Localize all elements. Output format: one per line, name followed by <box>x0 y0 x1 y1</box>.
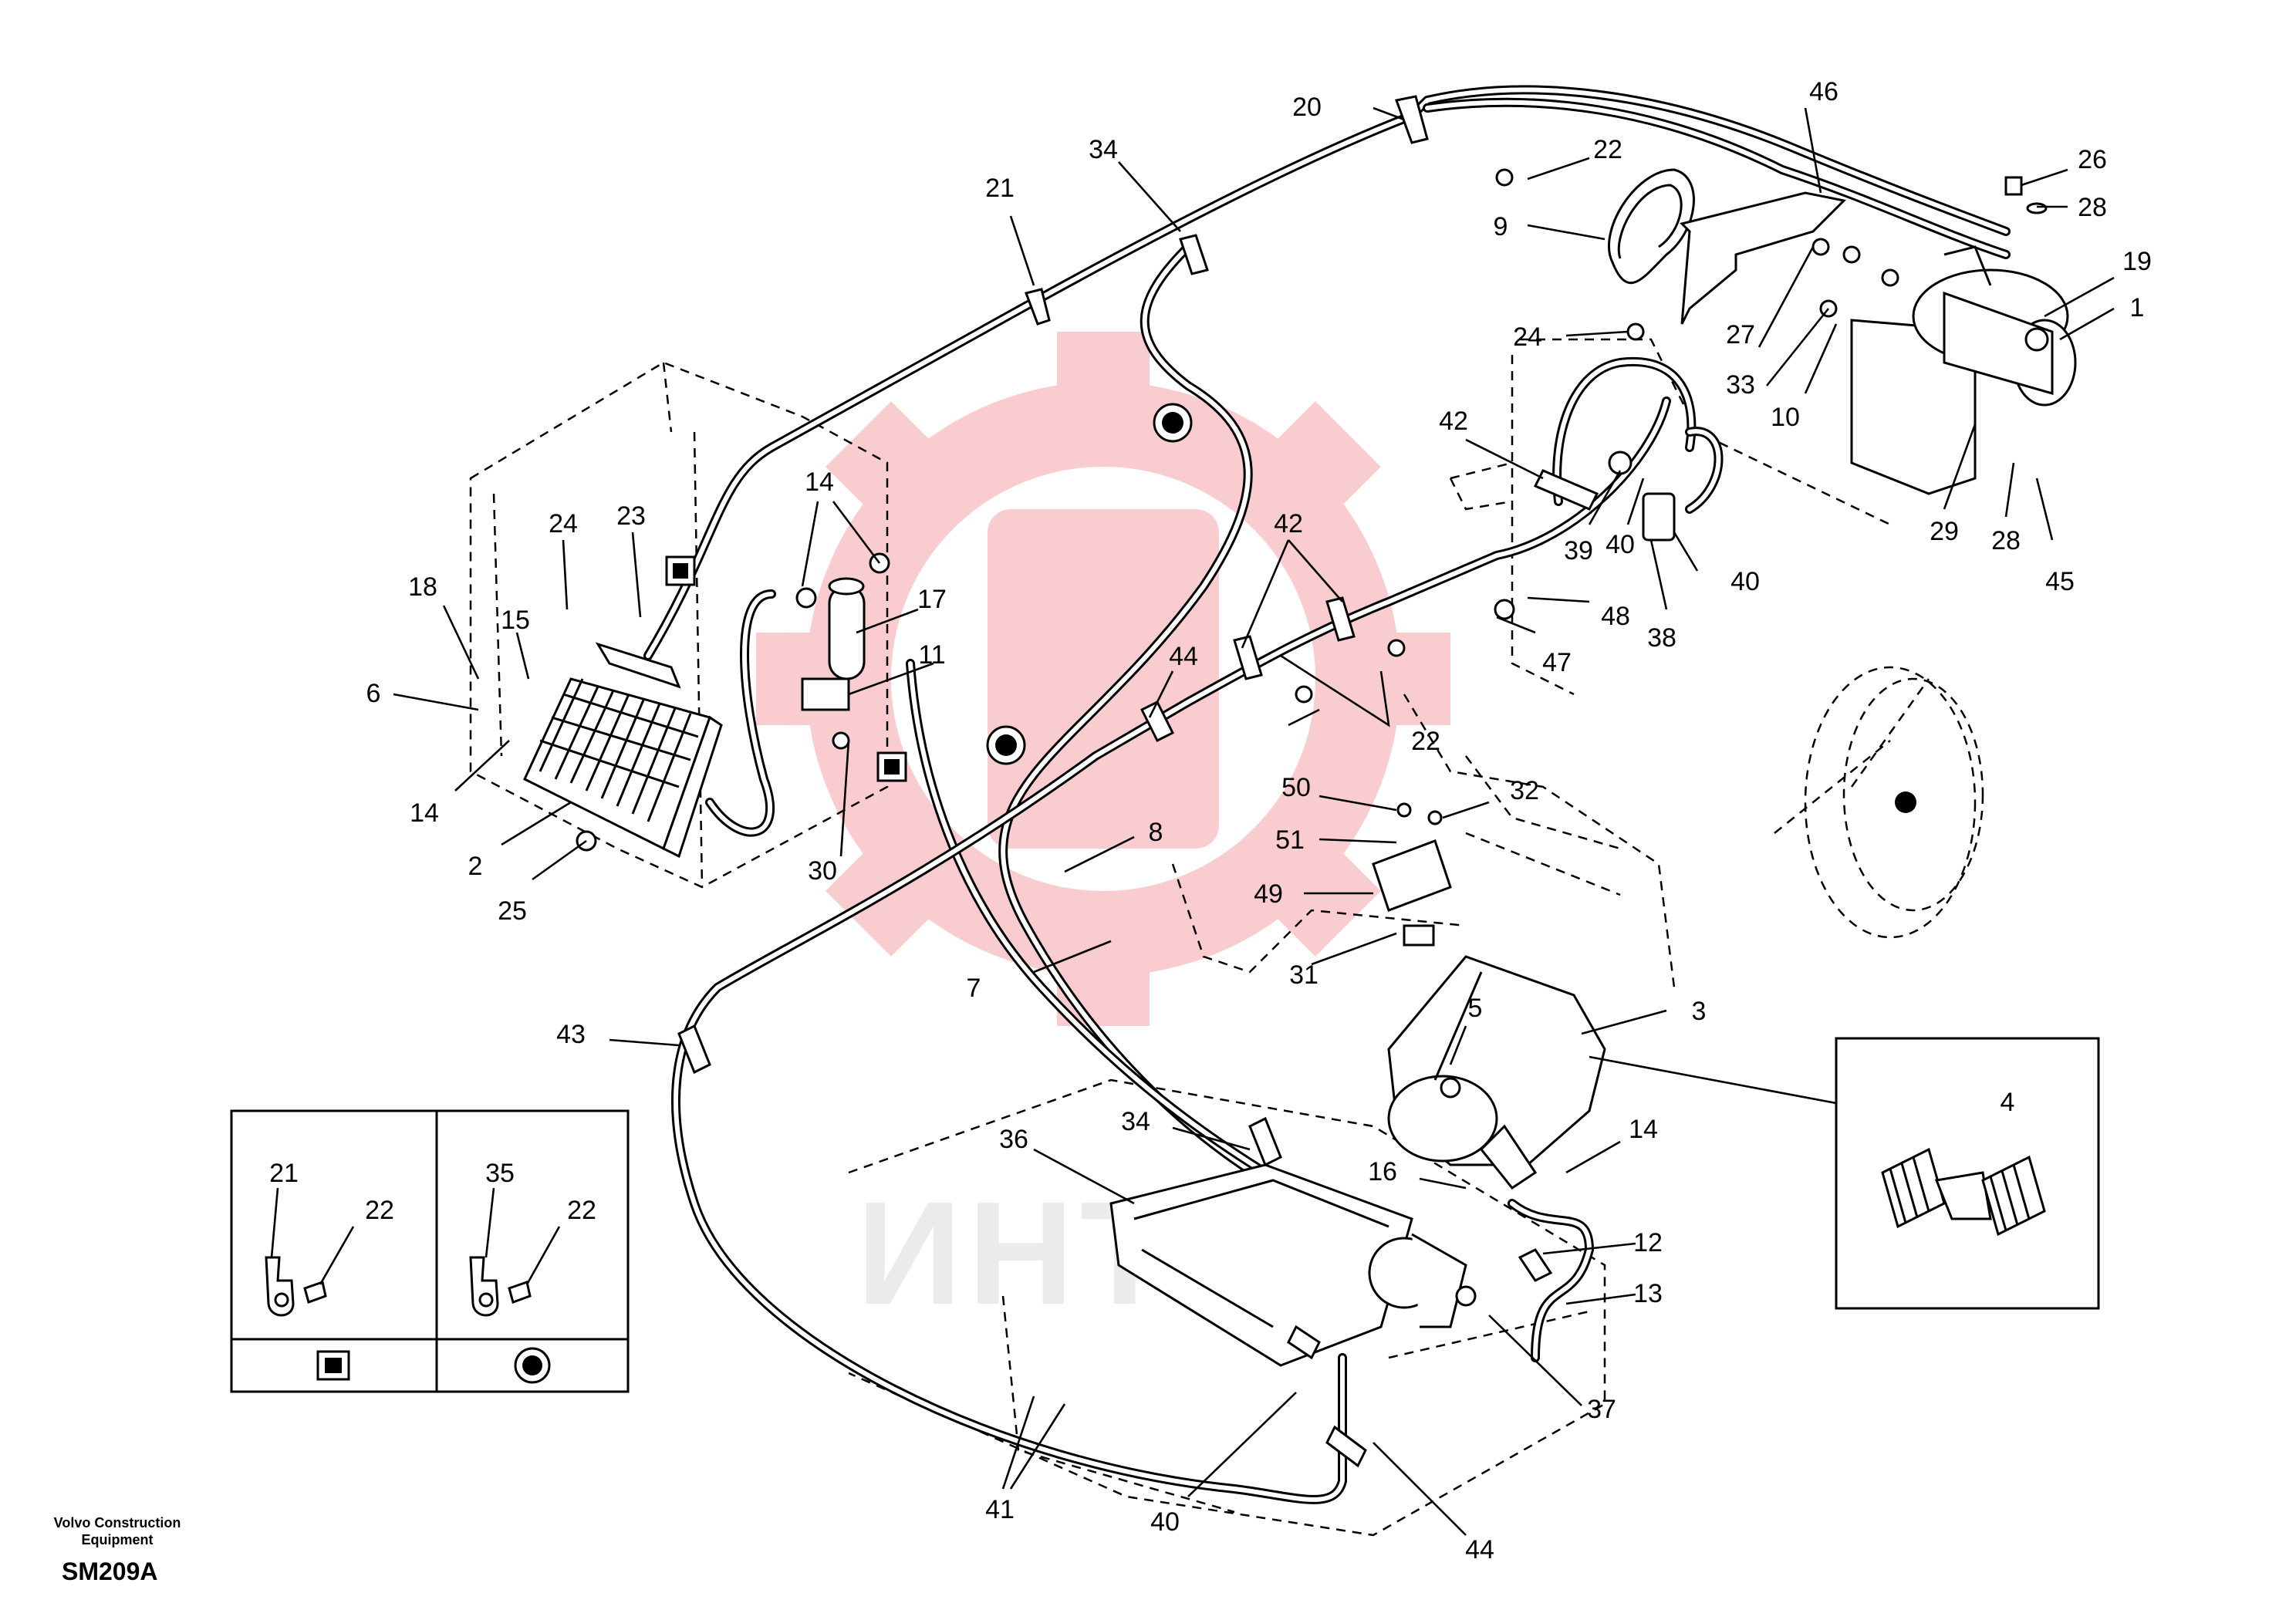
callout-22: 22 <box>1411 727 1440 756</box>
callout-33: 33 <box>1726 370 1755 400</box>
callout-47: 47 <box>1542 648 1572 677</box>
legend-circle-icon <box>514 1347 551 1384</box>
callout-13: 13 <box>1633 1279 1663 1308</box>
callout-29: 29 <box>1930 517 1959 546</box>
legend-clamp-21 <box>265 1187 355 1317</box>
callout-37: 37 <box>1587 1395 1616 1424</box>
footer: Volvo Construction Equipment SM209A <box>54 1515 181 1585</box>
callout-28: 28 <box>1991 526 2021 555</box>
connector-detail <box>1881 1147 2046 1237</box>
callout-32: 32 <box>1510 776 1539 805</box>
blower-unit <box>1387 955 1606 1190</box>
callout-44: 44 <box>1169 642 1198 671</box>
callout-39: 39 <box>1564 536 1593 565</box>
callout-42: 42 <box>1439 407 1468 436</box>
callout-4: 4 <box>2001 1088 2015 1117</box>
leader-lines <box>393 106 2115 1536</box>
callout-46: 46 <box>1809 77 1838 106</box>
callout-40: 40 <box>1606 530 1635 559</box>
callout-24: 24 <box>549 509 578 538</box>
clamps <box>677 95 1599 1468</box>
circle-marker-icon <box>986 725 1026 765</box>
belt <box>1608 168 1695 285</box>
reference-markers <box>665 403 1193 782</box>
detail-box-4 <box>1835 1037 2100 1310</box>
callout-40: 40 <box>1150 1507 1180 1537</box>
circle-marker-icon <box>1153 403 1193 443</box>
legend-square-icon <box>316 1350 350 1381</box>
callout-15: 15 <box>501 606 530 635</box>
callout-48: 48 <box>1601 602 1630 631</box>
callout-23: 23 <box>616 501 646 531</box>
legend-callout-22: 22 <box>567 1196 596 1225</box>
condenser <box>523 642 723 859</box>
watermark-gear-icon <box>756 332 1450 1026</box>
callout-14: 14 <box>1629 1115 1658 1144</box>
callout-14: 14 <box>410 798 439 828</box>
callout-14: 14 <box>805 467 834 497</box>
callout-43: 43 <box>556 1020 586 1049</box>
callout-6: 6 <box>366 679 381 708</box>
callout-28: 28 <box>2078 193 2107 222</box>
legend-callout-22: 22 <box>365 1196 394 1225</box>
callout-5: 5 <box>1468 994 1483 1023</box>
callout-labels: 20 22 46 26 28 9 19 1 27 24 33 10 29 28 … <box>269 77 2152 1564</box>
callout-7: 7 <box>967 974 981 1003</box>
callout-36: 36 <box>999 1125 1028 1154</box>
legend-clamp-35 <box>469 1187 561 1317</box>
callout-51: 51 <box>1275 825 1305 855</box>
callout-11: 11 <box>918 640 945 670</box>
callout-49: 49 <box>1254 879 1283 909</box>
callout-18: 18 <box>408 572 437 602</box>
callout-3: 3 <box>1692 997 1707 1026</box>
callout-26: 26 <box>2078 145 2107 174</box>
callout-45: 45 <box>2045 567 2075 596</box>
callout-44: 44 <box>1465 1535 1494 1564</box>
callout-21: 21 <box>985 174 1015 203</box>
hose-lines <box>643 85 2011 1504</box>
callout-16: 16 <box>1368 1157 1397 1186</box>
callout-1: 1 <box>2130 293 2145 322</box>
callout-20: 20 <box>1292 93 1322 122</box>
watermark: ИНТЕХ <box>756 332 1450 1335</box>
callout-40: 40 <box>1730 567 1760 596</box>
callout-31: 31 <box>1289 960 1319 990</box>
company-name-line1: Volvo Construction <box>54 1515 181 1531</box>
callout-17: 17 <box>917 585 947 614</box>
callout-22: 22 <box>1593 135 1622 164</box>
company-name-line2: Equipment <box>82 1532 154 1547</box>
callout-25: 25 <box>498 896 527 926</box>
legend-box <box>230 1109 630 1393</box>
callout-2: 2 <box>468 852 483 881</box>
callout-41: 41 <box>985 1495 1015 1524</box>
square-marker-icon <box>876 751 907 782</box>
callout-34: 34 <box>1121 1107 1150 1136</box>
callout-42: 42 <box>1274 509 1303 538</box>
callout-12: 12 <box>1633 1228 1663 1257</box>
compressor <box>1850 245 2077 495</box>
square-marker-icon <box>665 555 696 586</box>
callout-9: 9 <box>1494 212 1508 241</box>
callout-10: 10 <box>1771 403 1800 432</box>
receiver-drier <box>795 552 890 711</box>
small-parts <box>576 168 2048 1307</box>
legend-callout-21: 21 <box>269 1159 299 1188</box>
drawing-code: SM209A <box>62 1558 158 1585</box>
callout-8: 8 <box>1149 818 1163 847</box>
callout-34: 34 <box>1089 135 1118 164</box>
callout-24: 24 <box>1513 322 1542 352</box>
frame-outline <box>469 338 1984 1537</box>
callout-27: 27 <box>1726 320 1755 349</box>
callout-30: 30 <box>808 856 837 886</box>
callout-19: 19 <box>2122 247 2152 276</box>
evaporator-unit <box>1109 1163 1467 1367</box>
callout-38: 38 <box>1647 623 1676 653</box>
bracket-46 <box>1680 191 1847 325</box>
callout-50: 50 <box>1281 773 1311 802</box>
legend-callout-35: 35 <box>485 1159 515 1188</box>
